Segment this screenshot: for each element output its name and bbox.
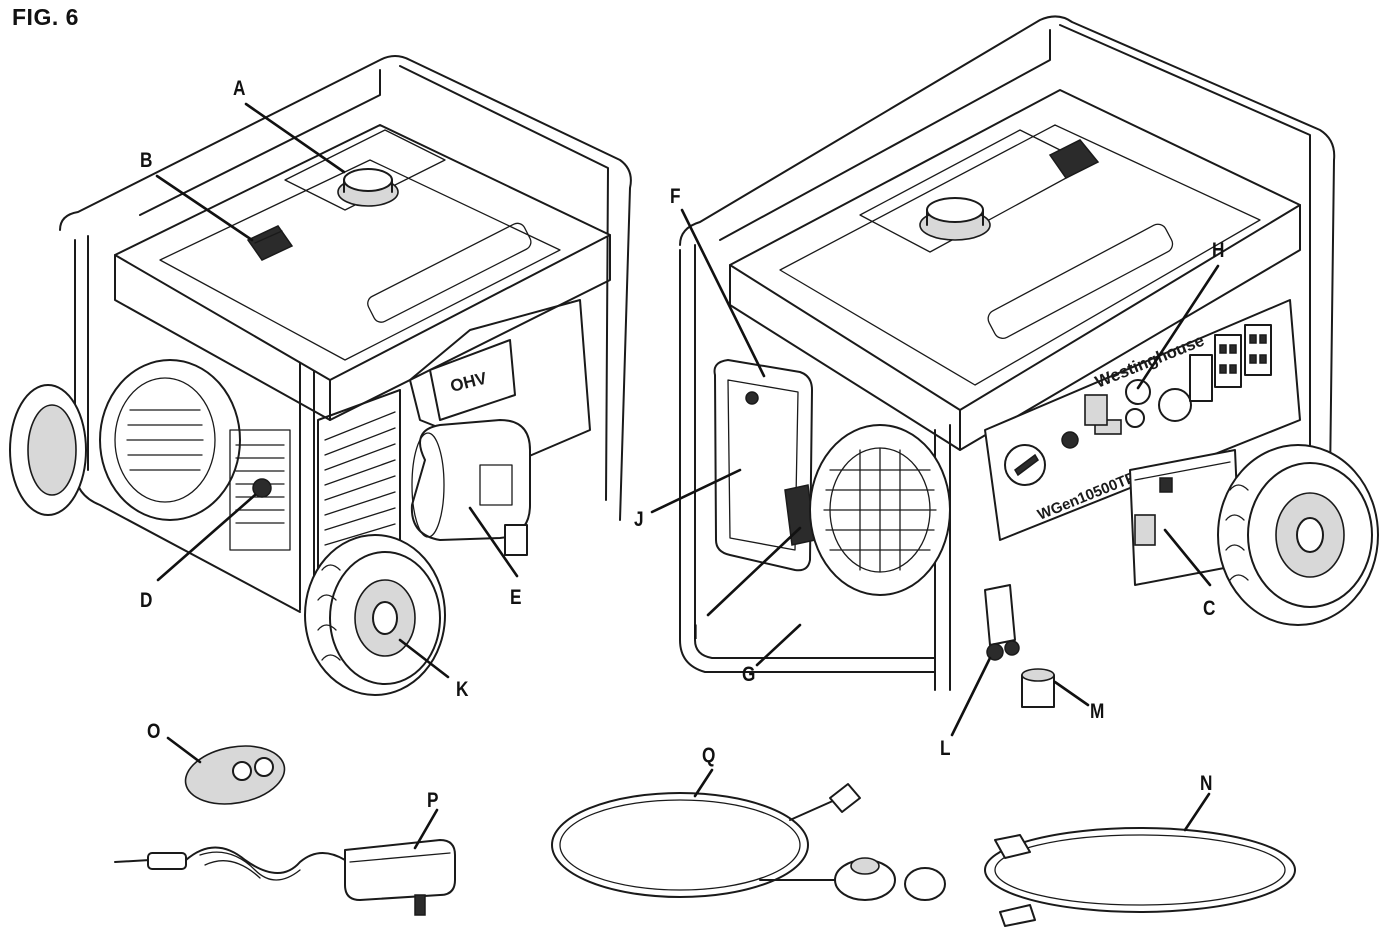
- callout-c: C: [1203, 597, 1216, 620]
- battery-charger: [114, 839, 456, 916]
- callout-p: P: [427, 789, 439, 812]
- callout-q: Q: [702, 744, 716, 767]
- callout-l: L: [940, 737, 951, 760]
- callout-a: A: [233, 77, 246, 100]
- left-generator: OHV: [9, 55, 632, 696]
- callout-e: E: [510, 586, 522, 609]
- leader-lines: [155, 102, 1220, 850]
- callout-k: K: [456, 678, 469, 701]
- callout-b: B: [140, 149, 153, 172]
- remote-start-fob: [184, 745, 286, 805]
- callout-d: D: [140, 589, 153, 612]
- right-generator: Westinghouse WGen10500TFc: [679, 15, 1379, 708]
- callout-f: F: [670, 185, 681, 208]
- cable-n: [984, 827, 1296, 927]
- figure-title: FIG. 6: [12, 4, 79, 30]
- callout-h: H: [1212, 239, 1225, 262]
- callout-o: O: [147, 720, 161, 743]
- callout-j: J: [634, 508, 644, 531]
- callout-i: I: [693, 621, 698, 644]
- callout-m: M: [1090, 700, 1105, 723]
- callout-g: G: [742, 663, 756, 686]
- callout-n: N: [1200, 772, 1213, 795]
- propane-hose: [551, 783, 946, 901]
